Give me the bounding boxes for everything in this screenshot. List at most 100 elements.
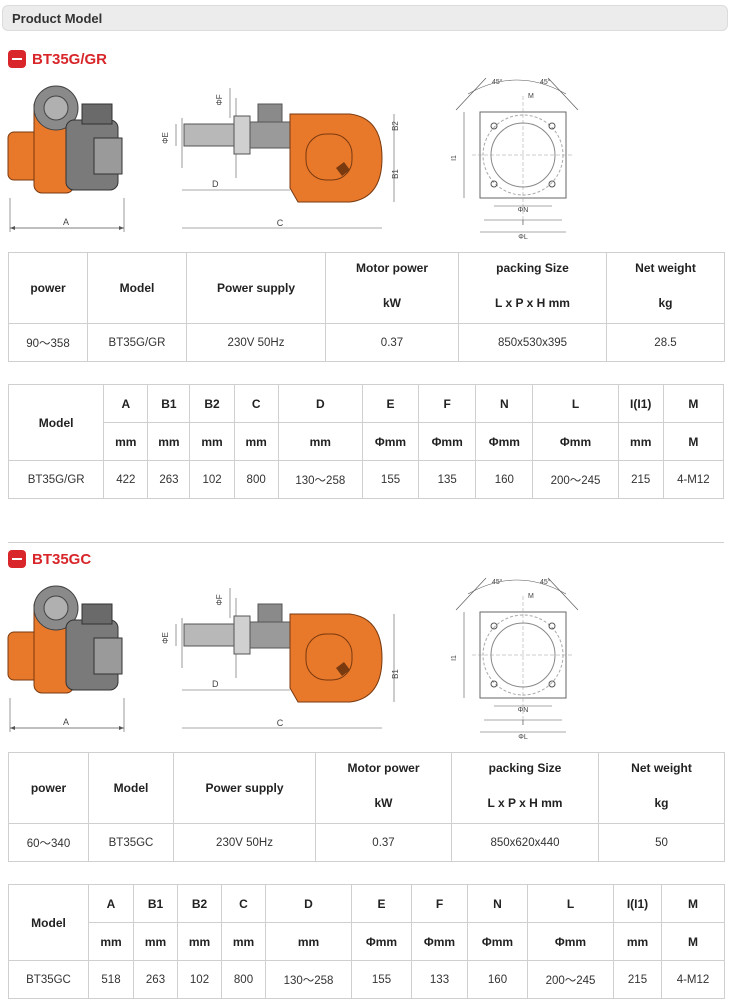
value-cell: 130～258 <box>277 460 363 499</box>
collapse-icon[interactable] <box>8 550 26 568</box>
cell-net-weight: 28.5 <box>606 323 725 362</box>
col-N: N <box>467 884 528 923</box>
table-row: 90～358 BT35G/GR 230V 50Hz 0.37 850x530x3… <box>8 323 725 362</box>
col-A: A <box>103 384 149 423</box>
svg-text:ΦL: ΦL <box>518 734 528 741</box>
spec-table-general-1: power Model Power supply Motor power pac… <box>8 252 725 362</box>
header-power-supply: Power supply <box>186 252 326 324</box>
svg-text:B1: B1 <box>391 169 400 179</box>
col-E: E <box>361 384 420 423</box>
svg-text:M: M <box>528 93 534 100</box>
value-cell: 4-M12 <box>662 460 725 499</box>
unit-cell: Φmm <box>351 922 412 961</box>
section-title-bt35g-gr[interactable]: BT35G/GR <box>8 48 107 70</box>
col-C: C <box>233 384 279 423</box>
cell-motor-power: 0.37 <box>315 823 452 862</box>
header-power-supply: Power supply <box>173 752 316 824</box>
col-B2: B2 <box>177 884 222 923</box>
cell-motor-power: 0.37 <box>325 323 459 362</box>
unit-cell: Φmm <box>532 422 619 461</box>
cell-power: 90～358 <box>8 323 88 362</box>
cell-packing-size: 850x620x440 <box>451 823 599 862</box>
col-E: E <box>351 884 412 923</box>
value-cell: 102 <box>177 960 222 999</box>
col-F: F <box>411 884 468 923</box>
svg-text:D: D <box>212 679 219 689</box>
value-cell: 215 <box>617 460 664 499</box>
diagram-front-view: D C ΦE ΦF B1 <box>161 588 400 729</box>
header-motor-power: Motor power <box>315 752 452 784</box>
section-divider <box>8 542 724 543</box>
value-cell: 4-M12 <box>661 960 725 999</box>
collapse-icon[interactable] <box>8 50 26 68</box>
value-cell: 518 <box>88 960 134 999</box>
table-row: 60～340 BT35GC 230V 50Hz 0.37 850x620x440… <box>8 823 725 862</box>
header-net-weight: Net weight <box>598 752 725 784</box>
svg-text:ΦN: ΦN <box>518 207 529 214</box>
value-cell: 135 <box>418 460 477 499</box>
value-cell: 200～245 <box>527 960 614 999</box>
unit-cell: mm <box>177 922 222 961</box>
svg-text:45°: 45° <box>492 78 503 86</box>
unit-cell: mm <box>265 922 352 961</box>
col-C: C <box>221 884 266 923</box>
col-B2: B2 <box>189 384 235 423</box>
diagram-front-view: D C ΦE ΦF B2 B1 <box>161 88 400 229</box>
unit-cell: mm <box>613 922 662 961</box>
header-motor-power: Motor power <box>325 252 459 284</box>
header-model: Model <box>87 252 187 324</box>
unit-cell: mm <box>103 422 149 461</box>
table-row: BT35G/GR 422 263 102 800 130～258 155 135… <box>7 460 725 499</box>
table-row: BT35GC 518 263 102 800 130～258 155 133 1… <box>8 960 725 999</box>
col-B1: B1 <box>147 384 191 423</box>
diagram-side-view: A <box>7 85 125 232</box>
unit-net-weight: kg <box>606 283 725 324</box>
svg-text:I1: I1 <box>451 655 458 661</box>
svg-text:ΦN: ΦN <box>518 707 529 714</box>
svg-text:A: A <box>63 217 69 227</box>
svg-text:B1: B1 <box>391 669 400 679</box>
col-L: L <box>532 384 619 423</box>
col-F: F <box>418 384 477 423</box>
svg-text:C: C <box>277 718 284 728</box>
value-cell: 130～258 <box>265 960 352 999</box>
section-title-text: BT35G/GR <box>32 50 108 68</box>
unit-cell: Φmm <box>418 422 477 461</box>
unit-cell: Φmm <box>361 422 420 461</box>
unit-packing-size: L x P x H mm <box>451 783 599 824</box>
svg-text:I1: I1 <box>451 155 458 161</box>
value-cell: 263 <box>147 460 191 499</box>
spec-table-general-2: power Model Power supply Motor power pac… <box>8 752 725 862</box>
unit-cell: mm <box>277 422 363 461</box>
section-title-bt35gc[interactable]: BT35GC <box>8 548 91 570</box>
value-cell: 160 <box>475 460 534 499</box>
value-cell: 160 <box>467 960 528 999</box>
col-I: I(I1) <box>613 884 662 923</box>
header-model: Model <box>88 752 174 824</box>
value-cell: 133 <box>411 960 468 999</box>
unit-cell: mm <box>233 422 279 461</box>
unit-cell: mm <box>189 422 235 461</box>
unit-motor-power: kW <box>325 283 459 324</box>
unit-cell: Φmm <box>475 422 534 461</box>
section-title-text: BT35GC <box>32 550 92 568</box>
unit-cell: Φmm <box>467 922 528 961</box>
header-title: Product Model <box>12 11 103 26</box>
value-cell: 422 <box>103 460 149 499</box>
svg-text:C: C <box>277 218 284 228</box>
diagram-flange-view: 45° 45° M I1 ΦN I ΦL <box>451 77 579 241</box>
col-B1: B1 <box>133 884 178 923</box>
unit-cell: M <box>662 422 725 461</box>
cell-model: BT35G/GR <box>87 323 187 362</box>
svg-text:B2: B2 <box>391 121 400 131</box>
col-M: M <box>661 884 725 923</box>
value-cell: 800 <box>233 460 279 499</box>
col-M: M <box>662 384 725 423</box>
unit-cell: mm <box>88 922 134 961</box>
svg-text:ΦF: ΦF <box>215 594 224 605</box>
svg-text:45°: 45° <box>540 78 551 86</box>
value-cell: 800 <box>221 960 266 999</box>
unit-cell: M <box>661 922 725 961</box>
unit-motor-power: kW <box>315 783 452 824</box>
col-L: L <box>527 884 614 923</box>
